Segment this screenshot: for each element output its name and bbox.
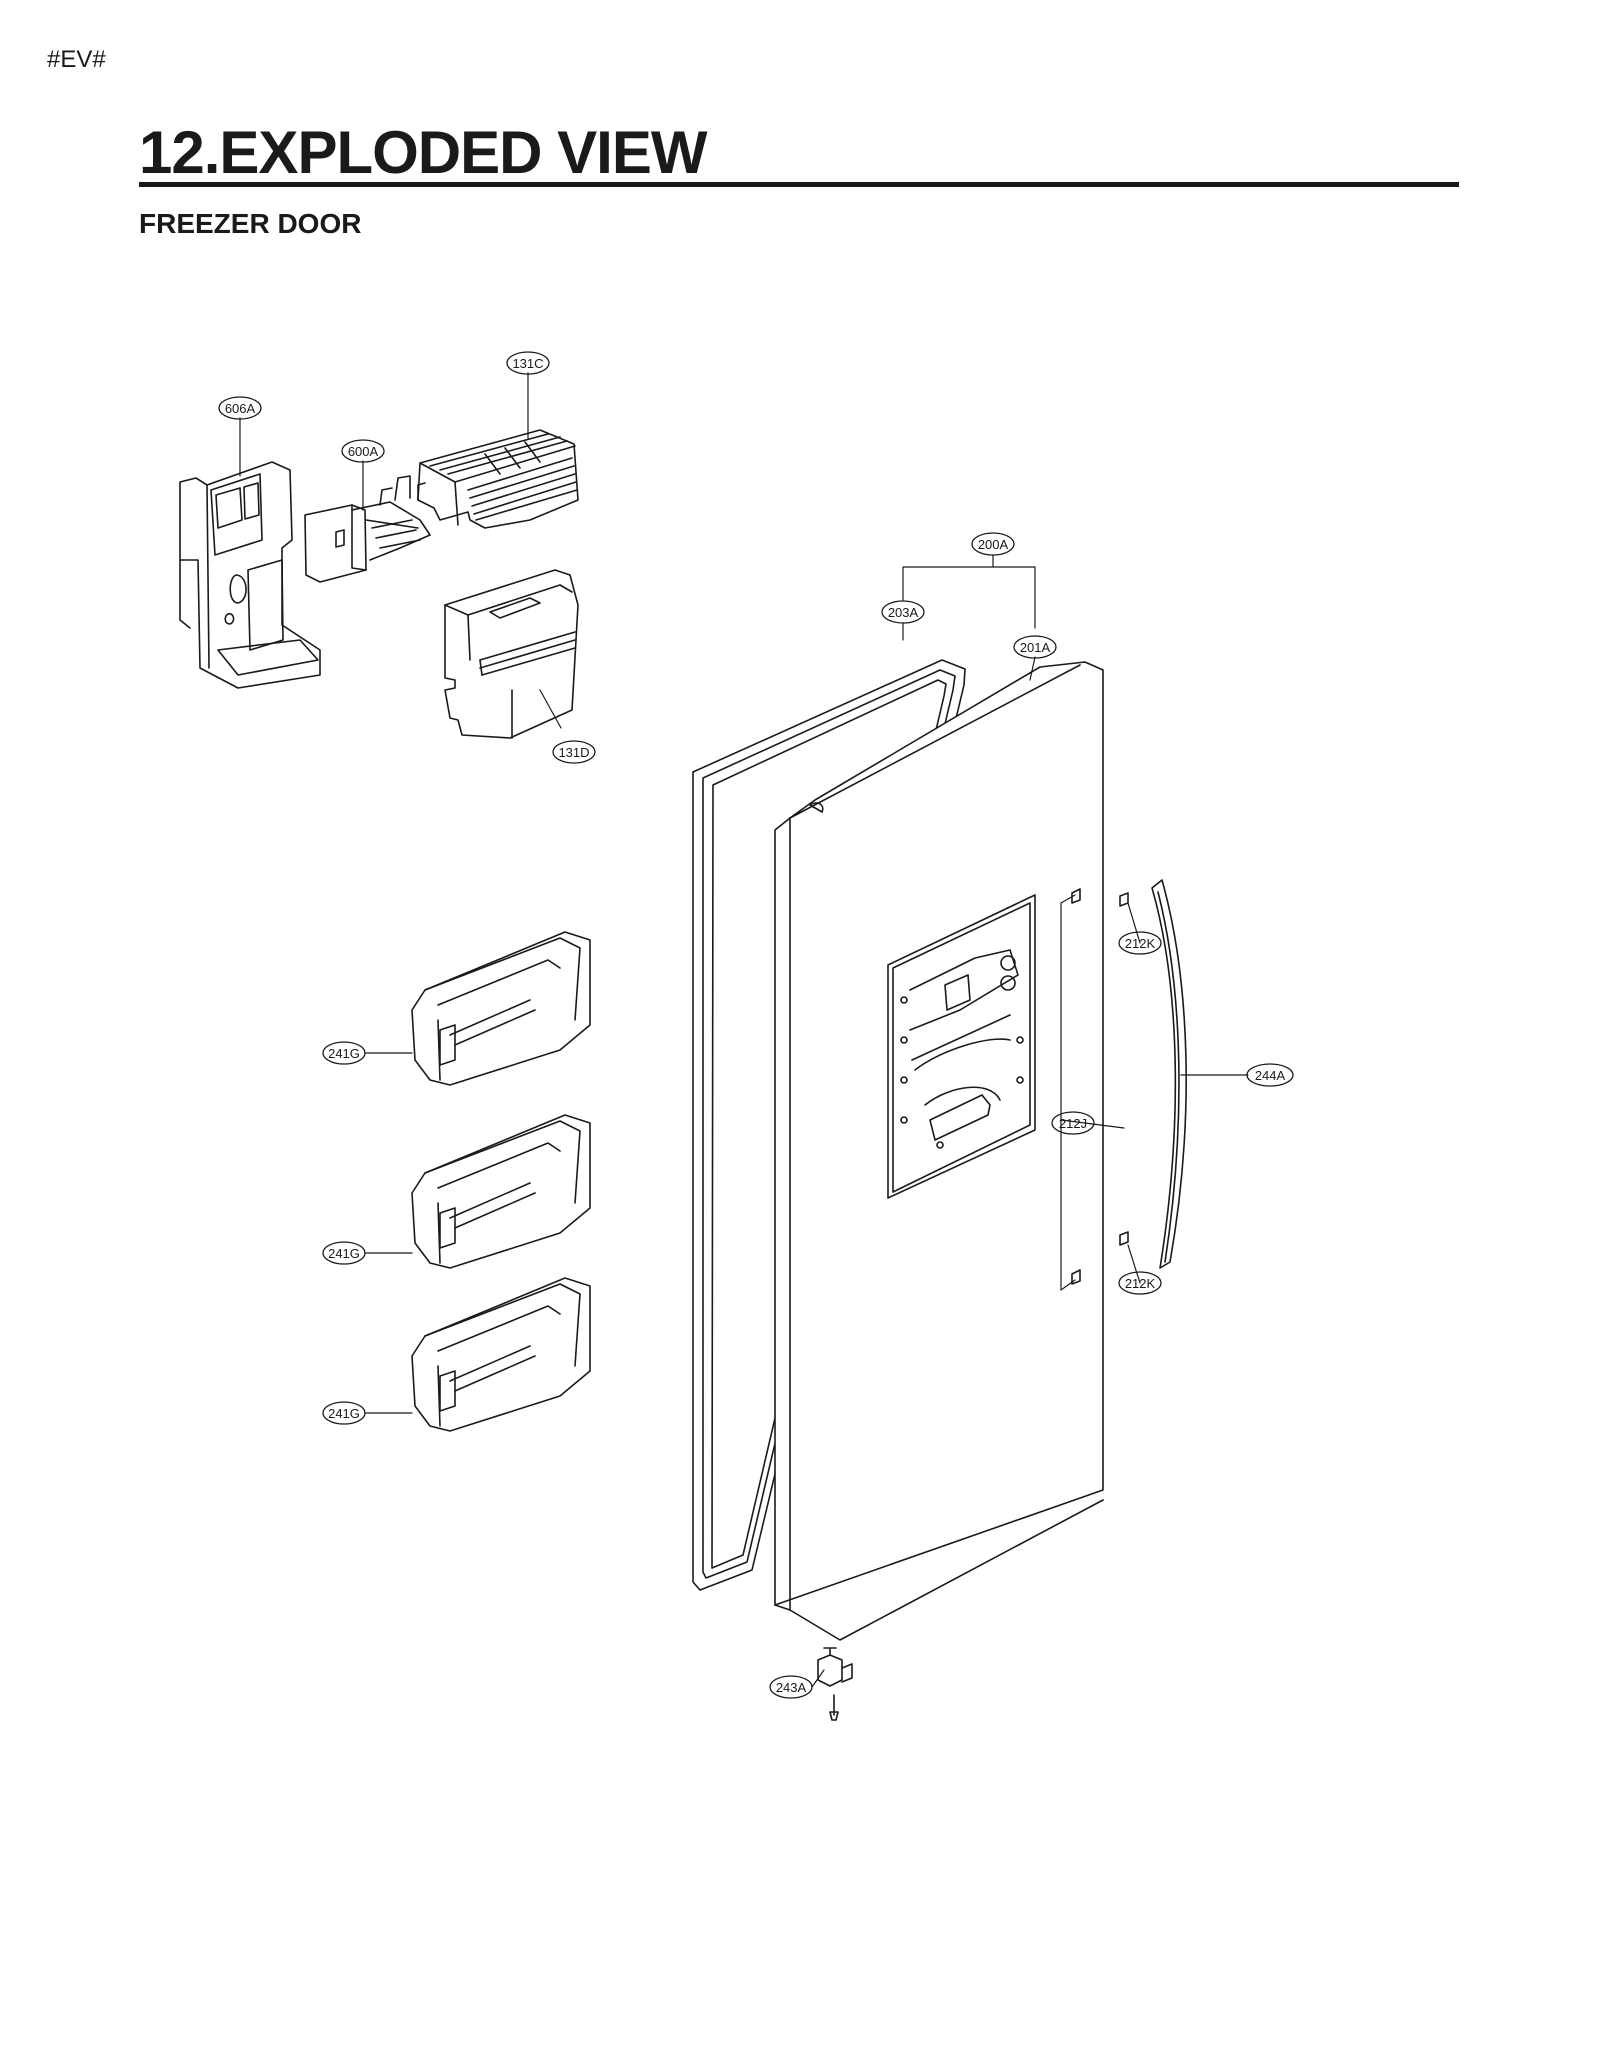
callout-bubbles bbox=[218, 351, 1294, 1699]
leader-lines bbox=[239, 372, 1249, 1688]
callout-600a: 600A bbox=[348, 444, 379, 459]
ice-maker-bracket-part bbox=[179, 461, 321, 689]
callout-241g-2: 241G bbox=[328, 1246, 360, 1261]
callout-200a: 200A bbox=[978, 537, 1009, 552]
callout-243a: 243A bbox=[776, 1680, 807, 1695]
callout-212j: 212J bbox=[1059, 1116, 1087, 1131]
ice-maker-unit-part bbox=[304, 475, 431, 583]
freezer-door-part bbox=[774, 661, 1104, 1641]
callout-212k-bottom: 212K bbox=[1125, 1276, 1156, 1291]
page-code: #EV# bbox=[47, 46, 106, 73]
callout-244a: 244A bbox=[1255, 1068, 1286, 1083]
callout-606a: 606A bbox=[225, 401, 256, 416]
ice-bin-cover-part bbox=[417, 429, 579, 529]
callout-212k-top: 212K bbox=[1125, 936, 1156, 951]
callout-241g-3: 241G bbox=[328, 1406, 360, 1421]
title-rule bbox=[139, 182, 1459, 187]
door-hinge-part bbox=[817, 1647, 853, 1721]
door-bin-part bbox=[411, 1277, 591, 1432]
callout-201a: 201A bbox=[1020, 640, 1051, 655]
callout-131c: 131C bbox=[512, 356, 543, 371]
section-title: FREEZER DOOR bbox=[139, 208, 362, 239]
callout-203a: 203A bbox=[888, 605, 919, 620]
callout-131d: 131D bbox=[558, 745, 589, 760]
ice-bin-part bbox=[444, 569, 579, 739]
door-bin-part bbox=[411, 1114, 591, 1269]
door-bin-part bbox=[411, 931, 591, 1086]
callout-241g-1: 241G bbox=[328, 1046, 360, 1061]
page-title: 12.EXPLODED VIEW bbox=[139, 119, 707, 186]
